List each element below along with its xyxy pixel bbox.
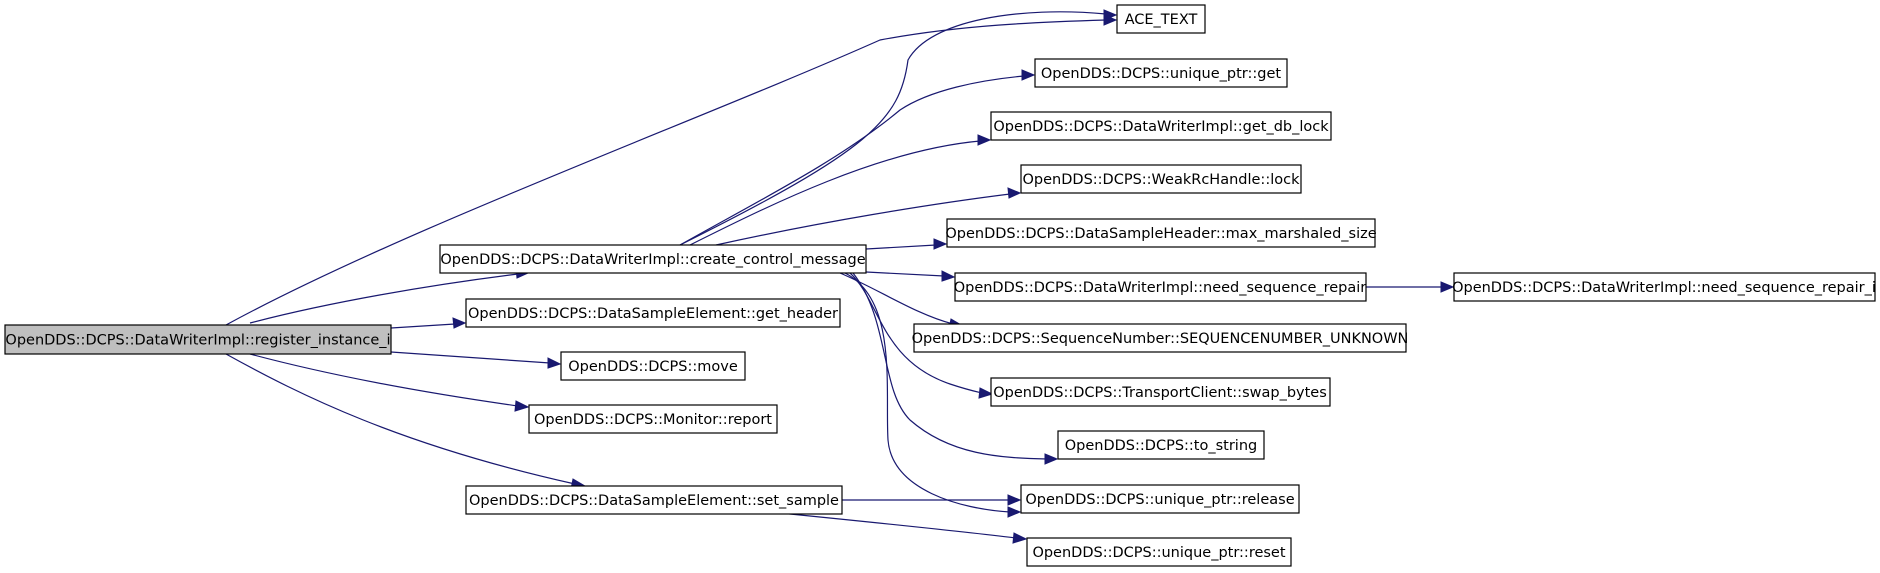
node-need-sequence-repair[interactable]: OpenDDS::DCPS::DataWriterImpl::need_sequ… bbox=[954, 272, 1367, 302]
edge-register-to-report bbox=[249, 353, 530, 412]
node-need-sequence-repair-i[interactable]: OpenDDS::DCPS::DataWriterImpl::need_sequ… bbox=[1452, 272, 1876, 302]
node-create-control-message[interactable]: OpenDDS::DCPS::DataWriterImpl::create_co… bbox=[439, 244, 867, 274]
node-unique-ptr-get[interactable]: OpenDDS::DCPS::unique_ptr::get bbox=[1034, 58, 1288, 88]
edge-create-to-to-string bbox=[852, 272, 1059, 465]
node-report[interactable]: OpenDDS::DCPS::Monitor::report bbox=[528, 404, 778, 434]
node-get-header[interactable]: OpenDDS::DCPS::DataSampleElement::get_he… bbox=[465, 298, 841, 328]
node-label: OpenDDS::DCPS::unique_ptr::release bbox=[1025, 492, 1294, 508]
node-unique-ptr-release[interactable]: OpenDDS::DCPS::unique_ptr::release bbox=[1020, 484, 1300, 514]
edge-create-to-unique-ptr-release bbox=[844, 272, 1022, 518]
node-seq-unknown[interactable]: OpenDDS::DCPS::SequenceNumber::SEQUENCEN… bbox=[912, 323, 1409, 353]
edge-register-to-move bbox=[390, 351, 562, 369]
node-max-marshaled-size[interactable]: OpenDDS::DCPS::DataSampleHeader::max_mar… bbox=[945, 218, 1377, 248]
node-label: OpenDDS::DCPS::DataWriterImpl::get_db_lo… bbox=[993, 119, 1329, 135]
node-get-db-lock[interactable]: OpenDDS::DCPS::DataWriterImpl::get_db_lo… bbox=[990, 111, 1332, 141]
node-unique-ptr-reset[interactable]: OpenDDS::DCPS::unique_ptr::reset bbox=[1026, 537, 1292, 567]
node-label: OpenDDS::DCPS::move bbox=[568, 359, 738, 375]
node-label: OpenDDS::DCPS::DataSampleElement::get_he… bbox=[468, 306, 838, 322]
node-label: OpenDDS::DCPS::unique_ptr::reset bbox=[1032, 545, 1285, 561]
node-label: OpenDDS::DCPS::DataWriterImpl::need_sequ… bbox=[1452, 280, 1876, 296]
node-layer: OpenDDS::DCPS::DataWriterImpl::register_… bbox=[4, 4, 1876, 567]
edge-set-sample-to-unique-ptr-reset bbox=[779, 512, 1028, 544]
node-register-instance-i[interactable]: OpenDDS::DCPS::DataWriterImpl::register_… bbox=[4, 324, 392, 355]
node-move[interactable]: OpenDDS::DCPS::move bbox=[560, 351, 746, 381]
node-label: OpenDDS::DCPS::unique_ptr::get bbox=[1041, 66, 1282, 82]
edge-create-to-ace-text bbox=[679, 9, 1118, 246]
node-label: OpenDDS::DCPS::TransportClient::swap_byt… bbox=[993, 385, 1327, 401]
edge-create-to-get-db-lock bbox=[689, 134, 992, 246]
node-label: OpenDDS::DCPS::DataSampleHeader::max_mar… bbox=[945, 226, 1376, 242]
node-label: OpenDDS::DCPS::to_string bbox=[1065, 438, 1257, 454]
edge-create-to-weak-lock bbox=[715, 187, 1022, 246]
edge-layer bbox=[225, 9, 1455, 544]
node-label: OpenDDS::DCPS::SequenceNumber::SEQUENCEN… bbox=[912, 331, 1409, 347]
node-weak-lock[interactable]: OpenDDS::DCPS::WeakRcHandle::lock bbox=[1020, 164, 1302, 194]
node-label: OpenDDS::DCPS::Monitor::report bbox=[534, 412, 772, 428]
node-label: OpenDDS::DCPS::DataWriterImpl::need_sequ… bbox=[954, 280, 1367, 296]
node-label: OpenDDS::DCPS::DataWriterImpl::register_… bbox=[5, 333, 390, 349]
edge-create-to-max-marshaled-size bbox=[865, 238, 948, 250]
node-ace-text[interactable]: ACE_TEXT bbox=[1116, 4, 1206, 34]
edge-set-sample-to-unique-ptr-release bbox=[842, 494, 1022, 506]
node-set-sample[interactable]: OpenDDS::DCPS::DataSampleElement::set_sa… bbox=[465, 485, 843, 515]
edge-register-to-get-header bbox=[390, 317, 467, 329]
node-label: OpenDDS::DCPS::DataWriterImpl::create_co… bbox=[440, 252, 865, 268]
node-label: ACE_TEXT bbox=[1125, 12, 1198, 28]
edge-need-sequence-repair-to-need-sequence-repair-i bbox=[1366, 281, 1455, 293]
node-label: OpenDDS::DCPS::WeakRcHandle::lock bbox=[1023, 172, 1301, 188]
node-label: OpenDDS::DCPS::DataSampleElement::set_sa… bbox=[469, 493, 839, 509]
node-to-string[interactable]: OpenDDS::DCPS::to_string bbox=[1057, 430, 1265, 460]
edge-create-to-need-sequence-repair bbox=[865, 270, 956, 282]
edge-create-to-unique-ptr-get bbox=[679, 69, 1036, 246]
node-swap-bytes[interactable]: OpenDDS::DCPS::TransportClient::swap_byt… bbox=[990, 377, 1331, 407]
